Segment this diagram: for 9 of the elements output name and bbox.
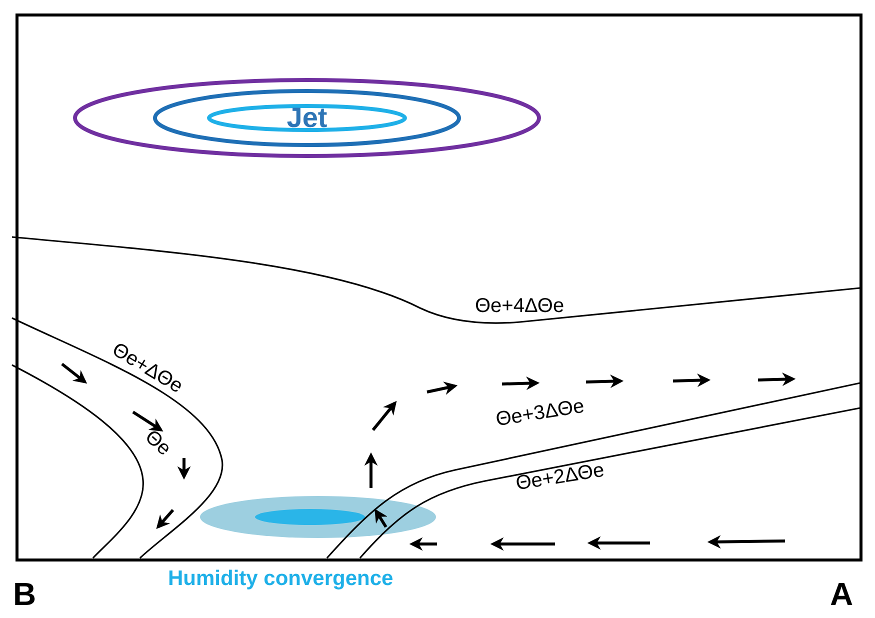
section-end-label: B bbox=[13, 578, 36, 610]
isoline-label: Θe+2ΔΘe bbox=[514, 460, 606, 494]
jet-label: Jet bbox=[286, 104, 328, 132]
region-label: Humidity convergence bbox=[168, 568, 394, 589]
isoline-label: Θe+3ΔΘe bbox=[494, 396, 586, 430]
isoline-label: Θe+4ΔΘe bbox=[475, 296, 564, 316]
jet-contours bbox=[73, 78, 541, 158]
section-end-label: A bbox=[830, 578, 854, 610]
isoline-label: Θe bbox=[141, 426, 175, 460]
